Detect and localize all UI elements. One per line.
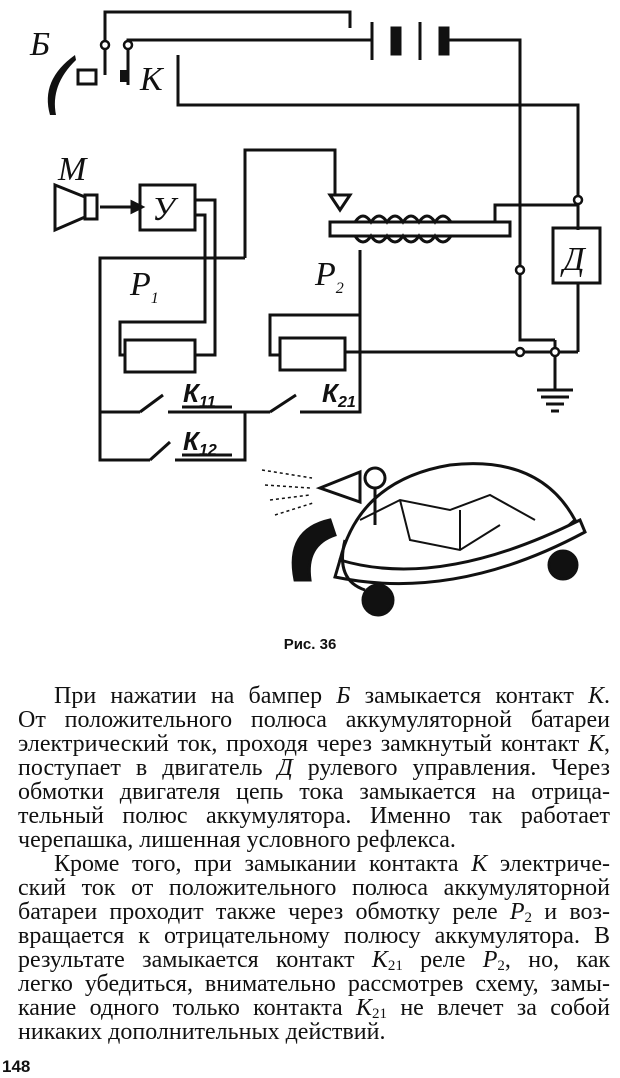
- italic-symbol: Д: [277, 755, 293, 781]
- text-line: вращается к отрицательному полюсу аккуму…: [18, 924, 610, 948]
- italic-symbol: P: [509, 899, 525, 925]
- text-segment: обмотки двигателя цепь тока замыкается н…: [18, 779, 610, 805]
- text-segment: ,: [604, 731, 610, 757]
- text-line: легко убедиться, внимательно рассмотрев …: [18, 972, 610, 996]
- label-relay-2-sub: 2: [336, 280, 344, 297]
- subscript: 21: [387, 958, 403, 974]
- text-line: кание одного только контакта К21 не влеч…: [18, 995, 610, 1022]
- italic-symbol: К: [588, 683, 604, 709]
- text-segment: ский ток от положительного полюса аккуму…: [18, 875, 610, 901]
- italic-symbol: К: [371, 947, 388, 973]
- label-microphone: М: [57, 151, 88, 188]
- subscript: 2: [497, 958, 505, 974]
- text-segment: От положительного полюса аккумуляторной …: [18, 707, 610, 733]
- text-line: обмотки двигателя цепь тока замыкается н…: [18, 780, 610, 804]
- body-text: При нажатии на бампер Б замыкается конта…: [18, 684, 610, 1044]
- text-line: ский ток от положительного полюса аккуму…: [18, 876, 610, 900]
- turtle-robot-illustration: [261, 462, 587, 617]
- text-line: результате замыкается контакт К21 реле P…: [18, 947, 611, 974]
- figure-caption: Рис. 36: [283, 636, 337, 653]
- text-segment: никаких дополнительных действий.: [18, 1019, 386, 1045]
- label-k11-letter: К: [183, 378, 201, 408]
- label-k21-sub: 21: [337, 394, 356, 411]
- italic-symbol: К: [588, 731, 604, 757]
- label-k21: К21: [322, 378, 356, 411]
- text-segment: , но, как: [504, 947, 611, 973]
- text-segment: не влечет за собой: [386, 995, 610, 1021]
- text-line: электрический ток, проходя через замкнут…: [18, 732, 610, 756]
- text-line: От положительного полюса аккумуляторной …: [18, 708, 610, 732]
- bumper-icon: [47, 55, 128, 115]
- microphone-icon: [53, 182, 99, 233]
- label-k12-letter: К: [183, 426, 201, 456]
- label-relay-2-letter: Р: [314, 256, 336, 293]
- text-segment: вращается к отрицательному полюсу аккуму…: [18, 923, 610, 949]
- text-segment: реле: [402, 947, 483, 973]
- text-segment: результате замыкается контакт: [18, 947, 372, 973]
- text-segment: и воз-: [532, 899, 611, 925]
- text-segment: замыкается контакт: [350, 683, 589, 709]
- text-line: батареи проходит также через обмотку рел…: [18, 899, 611, 926]
- label-relay-1-letter: Р: [129, 266, 151, 303]
- circuit-nodes: [99, 39, 584, 358]
- page-number: 148: [2, 1057, 31, 1076]
- label-amplifier: У: [152, 191, 179, 228]
- subscript: 21: [371, 1006, 387, 1022]
- text-segment: электрический ток, проходя через замкнут…: [18, 731, 589, 757]
- text-segment: электриче-: [487, 851, 610, 877]
- label-bumper: Б: [29, 26, 50, 63]
- text-line: тельный полюс аккумулятора. Именно так р…: [18, 804, 610, 828]
- circuit-diagram-figure: Б К М У Д Р1 Р2 К11 К21 К12: [29, 10, 602, 617]
- italic-symbol: Б: [336, 683, 351, 709]
- text-segment: Кроме того, при замыкании контакта: [54, 851, 472, 877]
- text-segment: .: [604, 683, 610, 709]
- text-segment: При нажатии на бампер: [54, 683, 337, 709]
- label-relay-1: Р1: [129, 266, 159, 307]
- text-segment: тельный полюс аккумулятора. Именно так р…: [18, 803, 610, 829]
- label-relay-1-sub: 1: [151, 290, 159, 307]
- text-segment: черепашка, лишенная условного рефлекса.: [18, 827, 456, 853]
- text-line: черепашка, лишенная условного рефлекса.: [18, 828, 610, 852]
- label-motor: Д: [560, 241, 587, 278]
- label-relay-2: Р2: [314, 256, 344, 297]
- circuit-wires: [98, 10, 602, 462]
- text-line: При нажатии на бампер Б замыкается конта…: [18, 684, 610, 708]
- text-line: никаких дополнительных действий.: [18, 1020, 610, 1044]
- text-segment: кание одного только контакта: [18, 995, 357, 1021]
- subscript: 2: [524, 910, 533, 926]
- label-k21-letter: К: [322, 378, 340, 408]
- italic-symbol: К: [356, 995, 372, 1021]
- text-line: Кроме того, при замыкании контакта К эле…: [18, 852, 610, 876]
- label-contact-k: К: [139, 61, 165, 98]
- text-line: поступает в двигатель Д рулевого управле…: [18, 756, 610, 780]
- italic-symbol: P: [482, 947, 498, 973]
- text-segment: рулевого управления. Через: [292, 755, 610, 781]
- text-segment: батареи проходит также через обмотку рел…: [18, 899, 510, 925]
- text-segment: поступает в двигатель: [18, 755, 278, 781]
- text-segment: легко убедиться, внимательно рассмотрев …: [18, 971, 610, 997]
- italic-symbol: К: [471, 851, 488, 877]
